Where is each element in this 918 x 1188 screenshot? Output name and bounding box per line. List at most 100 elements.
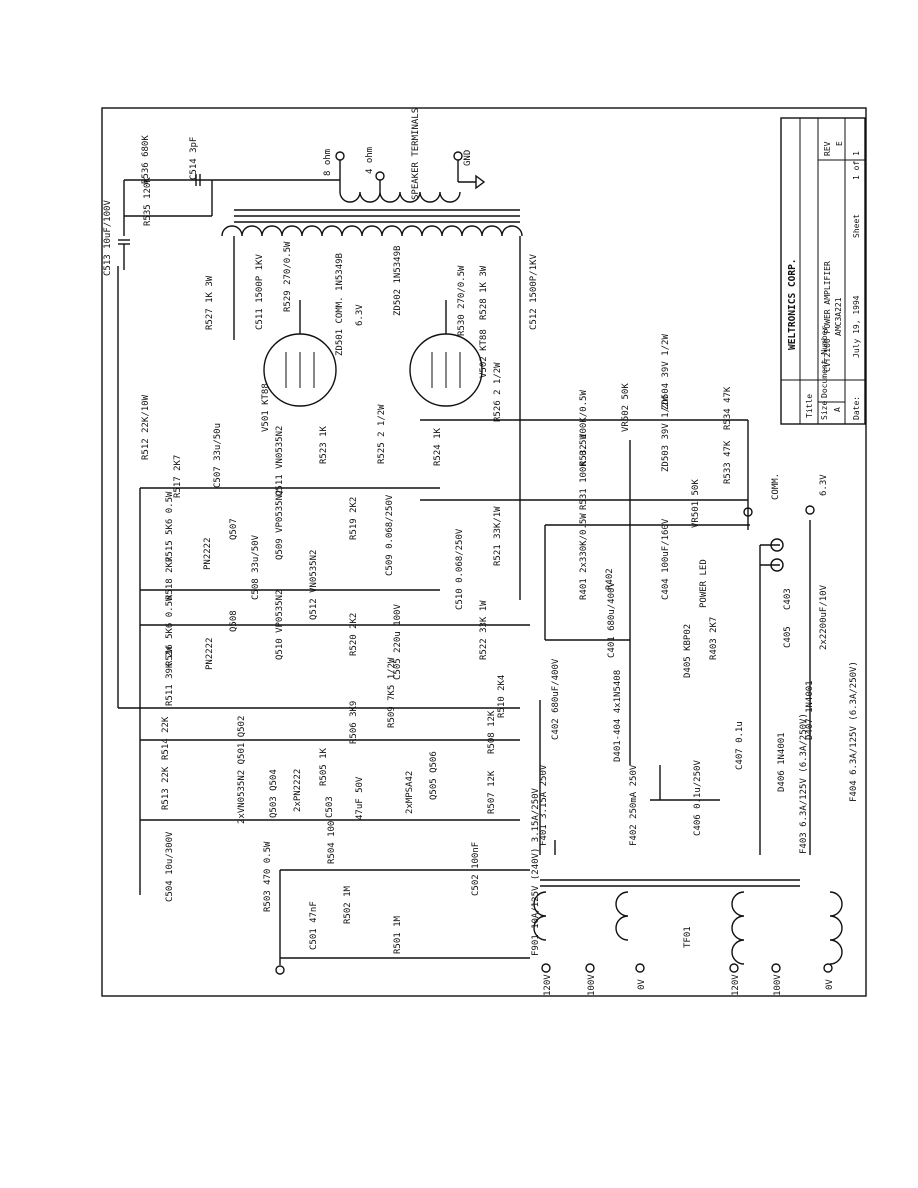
- label-F402: F402 250mA 250V: [629, 764, 639, 846]
- label-R508: R508 12K: [487, 710, 497, 754]
- label-R519: R519 2K2: [349, 497, 359, 540]
- feedback-network: [118, 174, 340, 270]
- label-v100b: 100V: [773, 974, 783, 996]
- label-C505: C505 220u 100V: [393, 604, 403, 680]
- label-q5056: Q505 Q506: [429, 751, 439, 800]
- label-R520: R520 2K2: [349, 613, 359, 656]
- label-R530: R530 270/0.5W: [457, 265, 467, 336]
- label-C406: C406 0.1u/250V: [693, 760, 703, 836]
- label-R521: R521 33K/1W: [493, 506, 503, 566]
- label-R501: R501 1M: [393, 915, 403, 954]
- tb-title-label: Title: [805, 394, 814, 418]
- label-C502: C502 100nF: [471, 842, 481, 896]
- label-PN2222b: PN2222: [205, 637, 215, 670]
- label-R523: R523 1K: [319, 425, 329, 464]
- label-R512: R512 22K/10W: [141, 394, 151, 460]
- tb-size: A: [833, 407, 842, 412]
- label-F901: F901 10A/125V (240V) 3.15A/250V: [531, 787, 541, 956]
- label-R525: R525 2 1/2W: [377, 404, 387, 464]
- tb-sheet-label: Sheet: [852, 214, 861, 238]
- label-C402: C402 680uF/400V: [551, 658, 561, 740]
- label-v0b: 0V: [825, 979, 835, 990]
- label-C504: C504 10u/300V: [165, 831, 175, 902]
- label-R524: R524 1K: [433, 427, 443, 466]
- tb-rev: E: [835, 141, 844, 146]
- label-F401: F401 3.15A 250V: [539, 764, 549, 846]
- label-PN2222a: PN2222: [203, 537, 213, 570]
- label-R528: R528 1K 3W: [479, 265, 489, 320]
- label-c2200: 2x2200uF/10V: [819, 584, 829, 650]
- label-Q510: Q510 VP0535N2: [275, 590, 285, 660]
- label-D407: D407 1N4001: [805, 680, 815, 740]
- label-v0a: 0V: [637, 979, 647, 990]
- label-F403: F403 6.3A/125V (6.3A/250V): [799, 713, 809, 854]
- label-C510: C510 0.068/250V: [455, 528, 465, 610]
- tb-doc-number: AMC3A221: [834, 297, 843, 336]
- label-R517: R517 2K7: [173, 455, 183, 498]
- component-labels: R536 680K C514 3pF R535 120K C513 10uF/1…: [103, 108, 859, 996]
- label-v120b: 120V: [731, 974, 741, 996]
- label-TF01: TF01: [683, 926, 693, 948]
- label-C403: C403: [783, 588, 793, 610]
- label-R535: R535 120K: [143, 177, 153, 226]
- label-C511: C511 1500P 1KV: [255, 254, 265, 330]
- label-C512: C512 1500P/1KV: [529, 254, 539, 330]
- power-connectors: [743, 505, 815, 572]
- output-transformer: [221, 151, 523, 237]
- label-F404: F404 6.3A/125V (6.3A/250V): [849, 661, 859, 802]
- label-R513: R513 22K: [161, 766, 171, 810]
- label-mpsa: 2xMPSA42: [405, 771, 415, 814]
- label-R509: R509 7K5 1/2W: [387, 657, 397, 728]
- label-spkT: SPEAKER TERMINALS: [411, 108, 421, 200]
- label-R403: R403 2K7: [709, 617, 719, 660]
- label-v120a: 120V: [543, 974, 553, 996]
- label-C507: C507 33u/50u: [213, 423, 223, 488]
- label-C509: C509 0.068/250V: [385, 494, 395, 576]
- label-VR502: VR502 50K: [621, 383, 631, 432]
- label-Q508: Q508: [229, 610, 239, 632]
- label-R529: R529 270/0.5W: [283, 241, 293, 312]
- label-v100a: 100V: [587, 974, 597, 996]
- label-R534: R534 47K: [723, 386, 733, 430]
- label-R518: R518 2K7: [165, 557, 175, 600]
- mains-transformer: [275, 879, 843, 975]
- tb-company: WELTRONICS CORP.: [787, 258, 798, 350]
- label-ZD504: ZD504 39V 1/2W: [661, 334, 671, 410]
- label-ZD501: ZD501 COMM. 1N5349B: [335, 253, 345, 356]
- label-R511: R511 39K 2W: [165, 646, 175, 706]
- label-pled: POWER LED: [699, 559, 709, 608]
- label-C404: C404 100uF/160V: [661, 518, 671, 600]
- label-R526: R526 2 1/2W: [493, 362, 503, 422]
- label-R533: R533 47K: [723, 440, 733, 484]
- label-q2222x: 2xPN2222: [293, 769, 303, 812]
- label-R516: R516 5K6 0.5W: [165, 595, 175, 666]
- label-R505: R505 1K: [319, 747, 329, 786]
- label-R510: R510 2K4: [497, 675, 507, 718]
- title-block: WELTRONICS CORP. Title CVT2100 POWER AMP…: [780, 117, 866, 425]
- label-C405: C405: [783, 626, 793, 648]
- tb-title: CVT2100 POWER AMPLIFIER: [823, 261, 832, 372]
- tb-date-label: Date:: [852, 396, 861, 420]
- label-C508: C508 33u/50V: [251, 534, 261, 600]
- label-C514: C514 3pF: [189, 137, 199, 180]
- label-C501: C501 47nF: [309, 901, 319, 950]
- label-c47u: 47uF 50V: [355, 776, 365, 820]
- label-spk8: 8 ohm: [323, 149, 333, 176]
- label-D401: D401-404 4x1N5408: [613, 670, 623, 762]
- label-comm: COMM.: [771, 473, 781, 500]
- label-D405: D405 KBP02: [683, 624, 693, 678]
- tb-size-label: Size: [820, 401, 829, 420]
- label-R402: R402: [605, 568, 615, 590]
- label-R522: R522 33K 1W: [479, 600, 489, 660]
- label-R502: R502 1M: [343, 885, 353, 924]
- label-spk4: 4 ohm: [365, 147, 375, 174]
- label-Q509: Q509 VP0535N2: [275, 490, 285, 560]
- label-ZD503: ZD503 39V 1/2W: [661, 396, 671, 472]
- label-R531: R531 100K 0.5W: [579, 434, 589, 510]
- tube-v502: [409, 300, 483, 407]
- label-R527: R527 1K 3W: [205, 275, 215, 330]
- main-wiring: [117, 236, 811, 965]
- label-C513: C513 10uF/100V: [103, 200, 113, 276]
- label-C401: C401 680u/400V: [607, 582, 617, 658]
- label-V501: V501 KT88: [261, 383, 271, 432]
